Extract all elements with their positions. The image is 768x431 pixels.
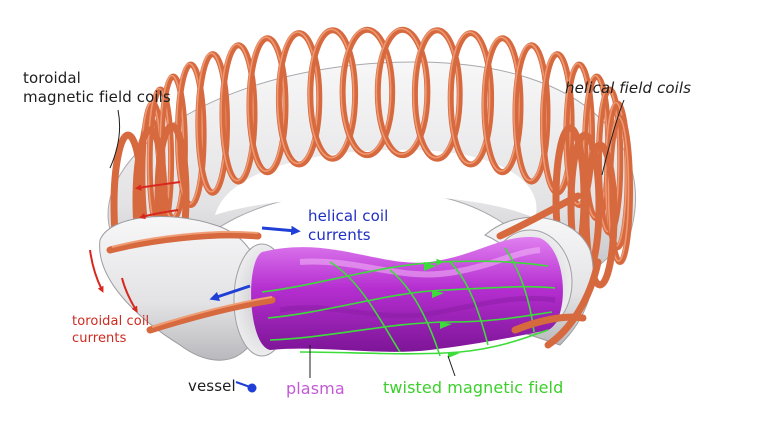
helical-coil	[106, 231, 262, 254]
field-line	[449, 261, 489, 346]
label-toroidal-currents-line1: toroidal coil	[72, 314, 150, 329]
field-arrow	[432, 290, 444, 298]
label-toroidal-line1: toroidal	[23, 69, 81, 87]
toroidal-coil	[447, 30, 495, 168]
leader-helical-coils	[601, 99, 625, 176]
toroidal-coil-highlight	[375, 27, 427, 155]
toroidal-coil-highlight	[340, 27, 392, 155]
plasma-highlight	[299, 247, 541, 278]
vessel-pointer	[235, 381, 257, 393]
toroidal-coil-highlight	[308, 28, 355, 159]
toroidal-coil	[374, 26, 431, 159]
toroidal-coil-highlight	[276, 31, 319, 165]
field-line	[389, 269, 441, 357]
helical-field-coils	[106, 192, 602, 349]
toroidal-coil-highlight	[247, 36, 285, 172]
toroidal-coil	[275, 30, 323, 168]
field-line	[267, 285, 556, 319]
label-toroidal-field-coils: toroidal magnetic field coils	[23, 69, 171, 107]
label-twisted-magnetic-field: twisted magnetic field	[383, 378, 564, 397]
field-line	[299, 329, 549, 355]
leader-toroidal-coils	[109, 109, 121, 169]
toroidal-current-arrow	[89, 249, 104, 293]
label-toroidal-currents-line2: currents	[72, 331, 127, 346]
label-plasma: plasma	[286, 379, 345, 398]
toroidal-coil-highlight	[482, 36, 520, 172]
torus-inner-hole	[215, 149, 537, 218]
toroidal-current-arrow	[134, 181, 181, 191]
toroidal-current-arrows	[89, 181, 181, 313]
field-arrow	[440, 322, 452, 329]
field-line	[269, 311, 553, 341]
toroidal-coil-highlight	[220, 43, 254, 182]
helical-current-arrow	[261, 225, 301, 236]
helical-coil	[146, 296, 276, 334]
plasma-twist-shade	[279, 295, 556, 319]
helical-coil-highlight	[151, 296, 273, 328]
label-helical-currents-line1: helical coil	[308, 207, 389, 225]
toroidal-coil	[307, 27, 359, 162]
field-line	[261, 258, 549, 293]
helical-coil-highlight	[111, 230, 259, 248]
helical-current-arrow	[209, 284, 251, 302]
helical-coil	[544, 258, 602, 349]
field-arrows	[424, 262, 460, 358]
field-arrow	[448, 352, 460, 358]
field-arrow	[424, 262, 436, 271]
helical-current-arrows	[209, 225, 301, 302]
leader-twisted-field	[447, 355, 456, 377]
label-toroidal-coil-currents: toroidal coil currents	[72, 313, 149, 347]
label-toroidal-line2: magnetic field coils	[23, 88, 171, 106]
toroidal-field-coils	[110, 26, 633, 289]
vessel-pointer-dot	[247, 383, 257, 393]
label-vessel: vessel	[188, 377, 236, 395]
toroidal-coil-highlight	[412, 28, 459, 159]
helical-coil	[496, 192, 582, 240]
vessel-pointer-line	[235, 381, 251, 388]
label-leader-lines	[109, 99, 625, 378]
field-line	[329, 261, 401, 353]
toroidal-coil	[411, 27, 463, 162]
toroidal-coil-highlight	[448, 31, 491, 165]
toroidal-current-arrow	[121, 277, 138, 313]
label-helical-field-coils: helical field coils	[565, 79, 692, 97]
toroidal-coil-highlight	[607, 116, 630, 262]
label-helical-coil-currents: helical coil currents	[308, 207, 388, 245]
label-helical-currents-line2: currents	[308, 226, 371, 244]
toroidal-coil	[339, 26, 396, 159]
toroidal-current-arrow	[138, 209, 179, 220]
